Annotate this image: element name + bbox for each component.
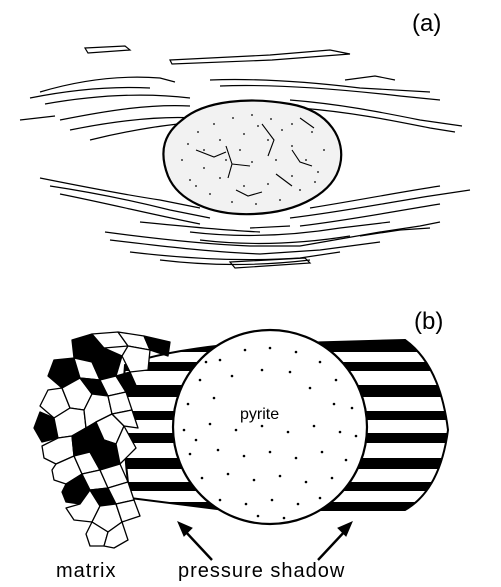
pyrite-label: pyrite: [240, 406, 279, 424]
pressure-shadow-arrows: [178, 522, 352, 560]
matrix-caption: matrix: [56, 560, 116, 583]
pyrite-grain-a: [163, 101, 341, 215]
panel-a-label: (a): [412, 10, 441, 38]
panel-a-drawing: [20, 46, 470, 268]
pressure-shadow-caption: pressure shadow: [178, 560, 345, 583]
pyrite-circle: [173, 330, 367, 524]
panel-b-drawing: [34, 330, 455, 560]
panel-b-label: (b): [414, 308, 443, 336]
